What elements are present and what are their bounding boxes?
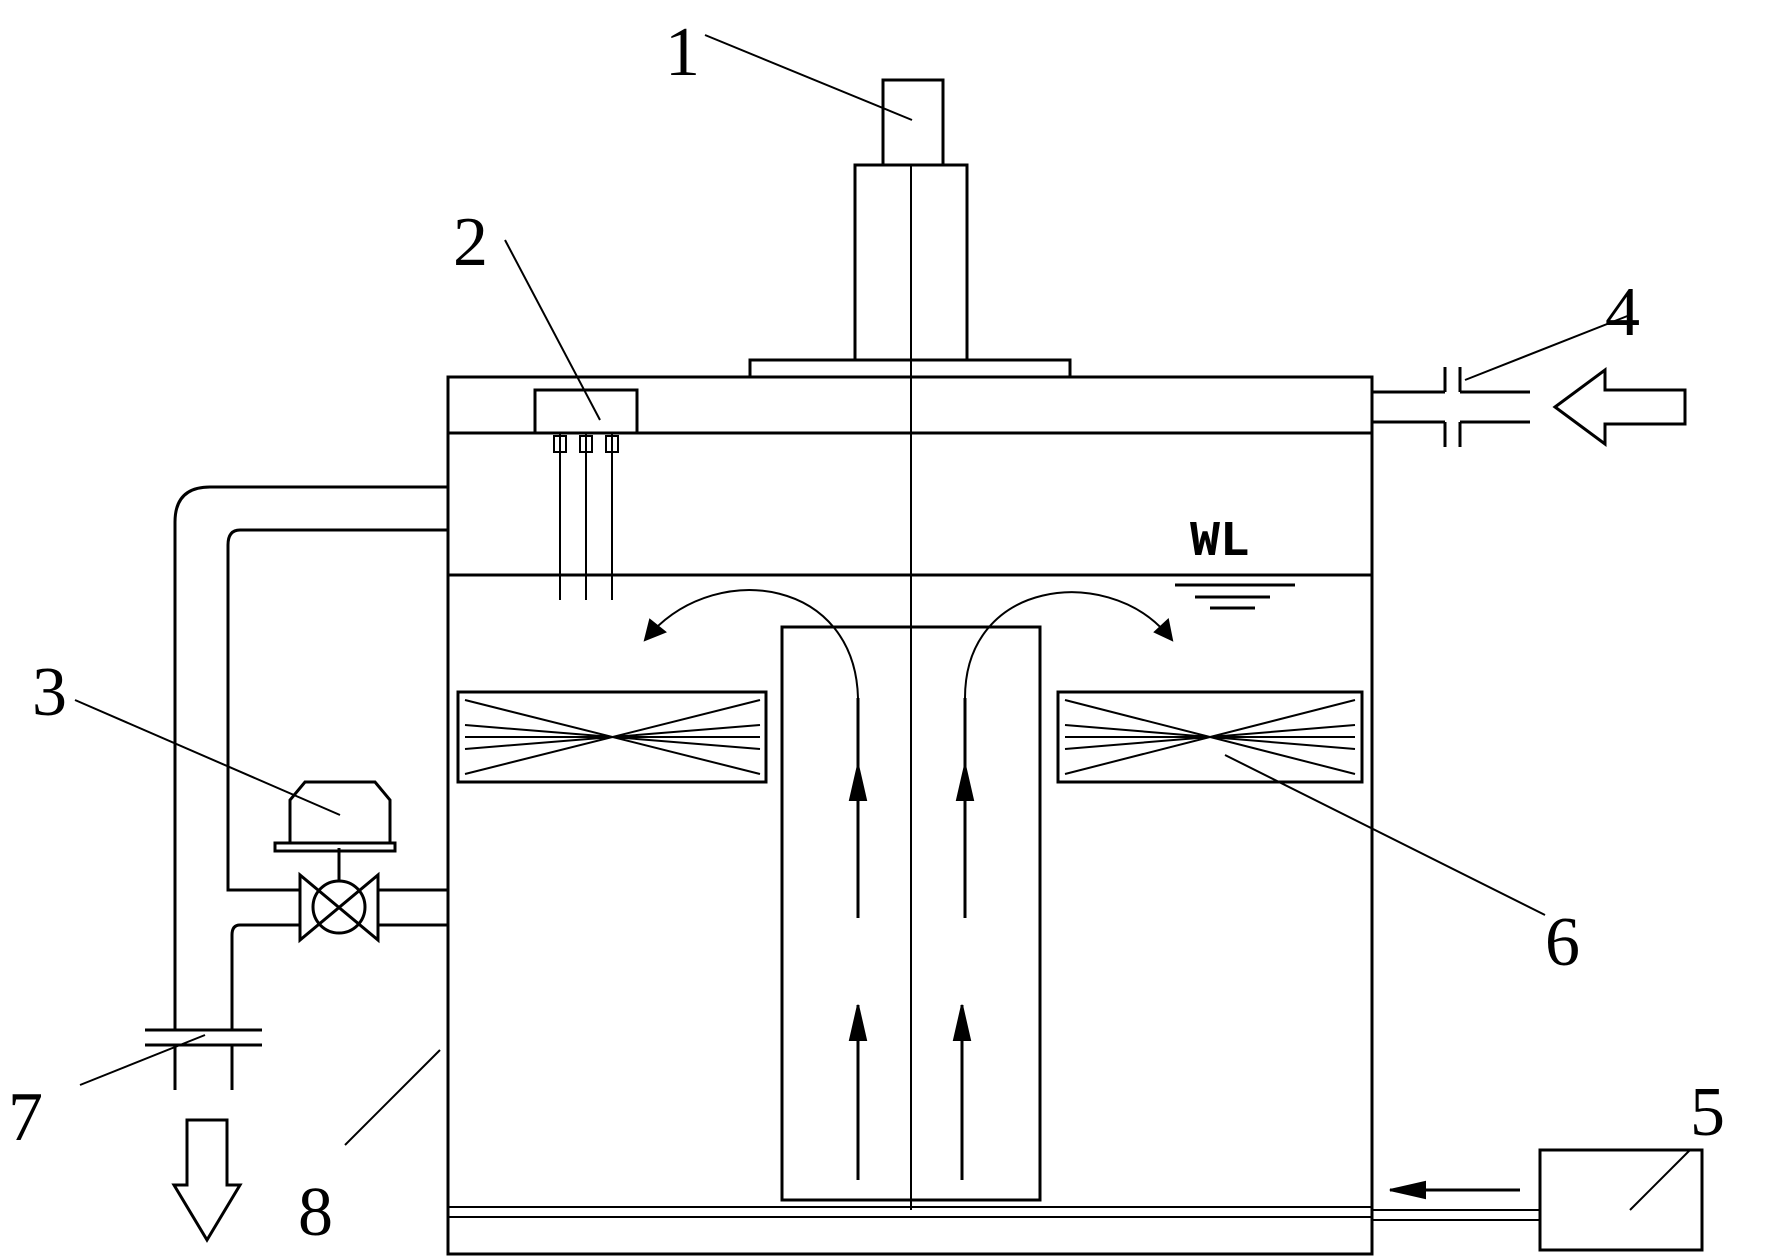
leader-4	[1464, 314, 1631, 381]
up-arrow-icon	[955, 764, 975, 801]
label-sensor: 2	[453, 204, 488, 281]
leader-6	[1224, 754, 1546, 916]
inlet-arrow-icon	[1552, 367, 1687, 447]
outlet-piping	[145, 485, 448, 1243]
label-tank: 8	[298, 1174, 333, 1251]
label-outlet: 7	[8, 1079, 43, 1156]
inlet-pipe	[1372, 367, 1687, 447]
actuator-base	[273, 841, 397, 853]
valve-body	[298, 871, 380, 944]
valve-to-outlet	[230, 923, 300, 1030]
curved-arrow-icon	[1153, 618, 1174, 642]
leader-8	[344, 1049, 441, 1146]
packing-right-mesh	[1064, 699, 1356, 775]
curved-arrow-icon	[643, 618, 667, 642]
draft-tube-outline	[780, 625, 1042, 1202]
leader-5	[1629, 1149, 1691, 1211]
probe-tip	[605, 435, 619, 453]
tank-outline	[446, 375, 1374, 1256]
motor-assembly	[748, 78, 1072, 1210]
inner-outlet-pipe	[226, 528, 448, 892]
up-arrow-icon	[848, 764, 868, 801]
water-level-label: WL	[1190, 514, 1250, 571]
label-valve-actuator: 3	[32, 654, 67, 731]
packing-left-mesh	[464, 699, 761, 775]
overflow-curve-left	[651, 589, 859, 699]
packing-left-outline	[456, 690, 768, 784]
label-motor: 1	[665, 14, 700, 91]
leader-3	[74, 699, 341, 816]
motor-cap	[881, 78, 945, 167]
packing-right-outline	[1056, 690, 1364, 784]
overflow-curve-right	[964, 591, 1166, 699]
blower-box	[1538, 1148, 1704, 1252]
sensor-housing	[533, 388, 639, 435]
draft-tube	[643, 589, 1174, 1202]
leader-2	[504, 239, 601, 421]
label-packing: 6	[1545, 904, 1580, 981]
up-arrow-icon	[848, 1004, 868, 1041]
label-blower: 5	[1690, 1074, 1725, 1151]
packing-right	[1056, 690, 1364, 784]
up-arrow-icon	[952, 1004, 972, 1041]
label-inlet: 4	[1605, 274, 1640, 351]
leader-1	[704, 34, 913, 121]
outlet-arrow-icon	[171, 1118, 243, 1243]
probe-tip	[579, 435, 593, 453]
valve-actuator	[288, 780, 392, 843]
outer-outlet-pipe	[173, 485, 448, 1030]
packing-left	[456, 690, 768, 784]
leader-7	[79, 1034, 206, 1086]
leader-lines	[74, 34, 1691, 1211]
probe-tip	[553, 435, 567, 453]
air-flow-arrow-icon	[1389, 1180, 1426, 1200]
sensor	[533, 388, 639, 600]
valve-ball	[311, 879, 367, 935]
water-level-mark	[1175, 583, 1295, 610]
blower	[1372, 1148, 1704, 1252]
